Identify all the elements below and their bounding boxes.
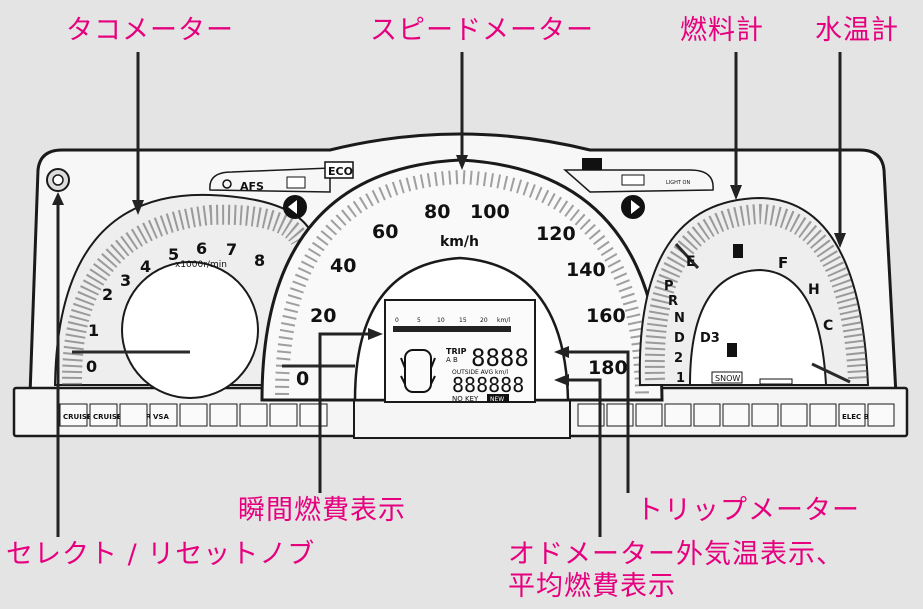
instant-fuel-bar: [393, 326, 511, 332]
fog-light-icon: [622, 175, 644, 185]
afs-badge: AFS: [240, 180, 264, 193]
tacho-tick-label: 0: [86, 357, 97, 376]
warning-lamp: [240, 404, 267, 426]
tacho-tick-label: 8: [254, 251, 265, 270]
warning-lamps-right: ELEC BOOST: [578, 404, 894, 426]
speedo-tick-label: 180: [588, 357, 628, 379]
warning-lamp: [810, 404, 836, 426]
bar-scale-label: 15: [459, 317, 467, 324]
tacho-tick-label: 3: [120, 271, 131, 290]
fuel-empty-label: E: [686, 254, 696, 270]
callout-temp-gauge: 水温計: [815, 16, 899, 46]
temp-cold-label: C: [823, 318, 833, 334]
bar-scale-label: km/l: [497, 317, 510, 324]
gear-position-label: N: [674, 311, 685, 326]
light-on-badge: LIGHT ON: [666, 180, 690, 186]
tacho-tick-label: 6: [196, 239, 207, 258]
tacho-tick-label: 7: [226, 240, 237, 259]
lower-center-housing: [354, 400, 570, 438]
speedo-tick-label: 80: [424, 201, 450, 223]
callout-tachometer: タコメーター: [66, 16, 234, 46]
warning-lamp: [210, 404, 237, 426]
gear-position-label: D3: [700, 331, 720, 346]
gear-position-label: P: [664, 279, 674, 294]
warning-lamp: [300, 404, 327, 426]
warning-lamp: [723, 404, 749, 426]
temp-hot-label: H: [808, 282, 820, 298]
warning-lamp: [694, 404, 720, 426]
bar-scale-label: 5: [417, 317, 421, 324]
trip-label: TRIP: [446, 347, 467, 356]
tacho-face: [122, 262, 258, 398]
left-turn-signal-icon: [283, 195, 307, 219]
new-badge-label: NEW: [490, 396, 504, 403]
callout-average-fuel: 平均燃費表示: [508, 572, 676, 602]
trip-value: 8888: [471, 344, 529, 372]
select-reset-knob: [47, 169, 69, 191]
warning-lamp: [120, 404, 147, 426]
tacho-unit: x1000r/min: [175, 260, 227, 270]
fuel-full-label: F: [778, 254, 788, 272]
eco-badge: ECO: [328, 165, 353, 178]
warning-lamp: [868, 404, 894, 426]
gear-position-label: R: [668, 294, 678, 309]
warning-lamp: [636, 404, 662, 426]
speedo-unit: km/h: [440, 234, 479, 250]
snow-label: SNOW: [715, 374, 740, 383]
callout-speedometer: スピードメーター: [370, 16, 594, 46]
tacho-tick-label: 2: [102, 285, 113, 304]
tacho-tick-label: 4: [140, 257, 151, 276]
headlight-icon: [287, 177, 305, 188]
warning-lamp-label: VSA: [153, 413, 169, 421]
warning-lamp: [270, 404, 297, 426]
high-beam-icon: [582, 158, 602, 170]
warning-lamp: [781, 404, 807, 426]
tacho-tick-label: 1: [88, 321, 99, 340]
callout-odometer: オドメーター外気温表示、: [508, 540, 844, 570]
warning-lamp: [665, 404, 691, 426]
callout-instant-fuel: 瞬間燃費表示: [238, 496, 406, 526]
bar-scale-label: 10: [437, 317, 445, 324]
speedo-tick-label: 60: [372, 221, 398, 243]
bar-scale-label: 0: [395, 317, 399, 324]
callout-select-reset-knob: セレクト / リセットノブ: [6, 540, 315, 570]
speedo-tick-label: 0: [296, 368, 309, 390]
speedo-tick-label: 120: [536, 223, 576, 245]
warning-lamp: [180, 404, 207, 426]
speedo-tick-label: 20: [310, 305, 336, 327]
trip-sub-label: A B: [446, 356, 458, 364]
callout-trip-meter: トリップメーター: [636, 496, 860, 526]
no-key-label: NO KEY: [452, 395, 479, 403]
bar-scale-label: 20: [480, 317, 488, 324]
gauge-bar: [760, 379, 792, 384]
speedo-tick-label: 40: [330, 255, 356, 277]
fuel-pump-icon: [733, 244, 743, 258]
speedo-tick-label: 100: [470, 201, 510, 223]
speedo-tick-label: 140: [566, 259, 606, 281]
right-turn-signal-icon: [621, 195, 645, 219]
speedo-tick-label: 160: [586, 305, 626, 327]
odo-value: 888888: [452, 373, 524, 397]
callout-fuel-gauge: 燃料計: [680, 16, 764, 46]
gear-position-label: 1: [676, 371, 685, 386]
gear-position-label: 2: [674, 351, 683, 366]
gear-position-label: D: [674, 331, 685, 346]
warning-lamp: [752, 404, 778, 426]
temp-warning-lamp: [727, 343, 737, 357]
